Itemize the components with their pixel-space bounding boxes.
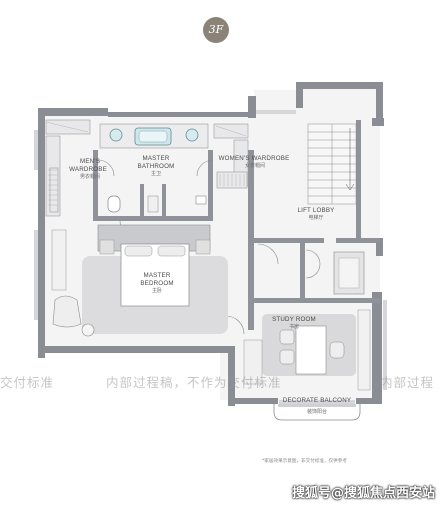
room-labels: MEN'S WARDROBE 男衣帽间 MASTER BATHROOM 主卫 W…: [69, 155, 351, 415]
exterior-walls: [38, 82, 384, 406]
floor-badge: 3F: [203, 17, 229, 43]
lift-lobby-label-cn: 电梯厅: [308, 214, 323, 221]
window-strips: [34, 110, 387, 404]
door-swings: [97, 159, 321, 335]
master-bathroom-label-2: BATHROOM: [138, 163, 175, 170]
watermark-center: 内部过程稿，不作为交付标准: [106, 375, 282, 390]
cabinet-hatching: [45, 121, 247, 206]
footer-credit: 搜狐号@搜狐焦点西安站: [291, 486, 435, 501]
master-bedroom-label-2: BEDROOM: [140, 280, 173, 287]
decorate-balcony-label-cn: 装饰阳台: [307, 408, 327, 415]
study-furniture: [243, 309, 371, 391]
balcony: [273, 404, 361, 421]
wardrobe-cabinets: [45, 119, 249, 217]
lift-lobby-label: LIFT LOBBY: [298, 207, 335, 214]
watermark-left: 交付标准: [0, 375, 55, 390]
watermark-right: 内部过程: [380, 375, 435, 390]
mens-wardrobe-label-1: MEN'S: [80, 158, 100, 165]
master-bathroom-label-1: MASTER: [143, 155, 170, 162]
mens-wardrobe-label-2: WARDROBE: [69, 166, 107, 173]
womens-wardrobe-label-cn: 女衣帽间: [245, 162, 265, 169]
master-bathroom-label-cn: 主卫: [151, 170, 161, 177]
womens-wardrobe-label: WOMEN'S WARDROBE: [219, 155, 290, 162]
bedroom-furniture: [51, 224, 228, 337]
study-room-label-cn: 书房: [289, 323, 299, 330]
disclaimer-text: *家居效果示意图，非交付标准，仅供参考: [262, 459, 347, 464]
bathroom-fixtures: [99, 123, 209, 213]
master-bedroom-label-1: MASTER: [144, 272, 171, 279]
mens-wardrobe-label-cn: 男衣帽间: [80, 173, 100, 180]
interior-walls: [93, 120, 380, 330]
staircase: [307, 123, 357, 205]
master-bedroom-label-cn: 主卧: [152, 287, 162, 294]
study-room-label: STUDY ROOM: [272, 316, 316, 323]
decorate-balcony-label: DECORATE BALCONY: [283, 397, 351, 404]
lift-shaft: [333, 251, 365, 295]
